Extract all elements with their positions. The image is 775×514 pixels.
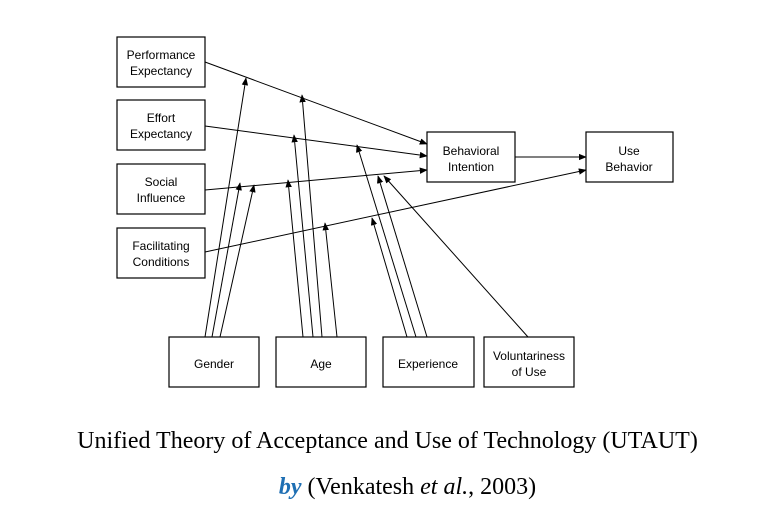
- arrow-age-moderator-4: [322, 222, 338, 338]
- arrow-effort-to-intention: [204, 125, 428, 159]
- box-voluntariness-of-use: Voluntariness of Use: [483, 336, 575, 388]
- box-behavioral-intention: Behavioral Intention: [426, 131, 516, 183]
- arrow-age-moderator-1: [285, 179, 304, 338]
- arrow-performance-to-intention: [204, 61, 428, 145]
- box-label-line: Expectancy: [130, 64, 192, 78]
- arrow-experience-moderator-3: [377, 175, 428, 338]
- box-social-influence: Social Influence: [116, 163, 206, 215]
- connectors: [204, 61, 587, 338]
- box-label-line: of Use: [512, 365, 547, 379]
- caption-by: by: [278, 474, 302, 500]
- caption-credit-open: (Venkatesh: [301, 474, 421, 500]
- box-label-line: Gender: [194, 357, 234, 371]
- box-label-line: Behavior: [605, 160, 652, 174]
- box-label-line: Influence: [137, 191, 186, 205]
- caption-credit-etal: et al.: [420, 474, 469, 500]
- caption-title: Unified Theory of Acceptance and Use of …: [77, 428, 698, 454]
- arrow-age-moderator-3: [299, 94, 323, 338]
- box-label-line: Behavioral: [443, 144, 500, 158]
- arrow-social-to-intention: [204, 167, 428, 191]
- arrow-experience-moderator-1: [370, 217, 408, 338]
- box-label-line: Performance: [127, 48, 196, 62]
- box-label-line: Intention: [448, 160, 494, 174]
- box-use-behavior: Use Behavior: [585, 131, 674, 183]
- box-label-line: Expectancy: [130, 127, 192, 141]
- box-effort-expectancy: Effort Expectancy: [116, 99, 206, 151]
- box-label-line: Facilitating: [132, 239, 189, 253]
- box-label-line: Age: [310, 357, 332, 371]
- arrow-experience-moderator-2: [356, 144, 417, 338]
- box-facilitating-conditions: Facilitating Conditions: [116, 227, 206, 279]
- box-label-line: Conditions: [133, 255, 190, 269]
- box-label-line: Voluntariness: [493, 349, 565, 363]
- box-label-line: Use: [618, 144, 640, 158]
- box-experience: Experience: [382, 336, 475, 388]
- arrow-age-moderator-2: [291, 134, 314, 338]
- box-age: Age: [275, 336, 367, 388]
- box-label-line: Effort: [147, 111, 176, 125]
- box-performance-expectancy: Performance Expectancy: [116, 36, 206, 88]
- caption-credit-close: , 2003): [468, 474, 537, 500]
- arrow-facilitating-to-use: [204, 168, 587, 253]
- box-label-line: Experience: [398, 357, 458, 371]
- box-gender: Gender: [168, 336, 260, 388]
- arrow-voluntariness-moderator: [383, 175, 529, 338]
- arrow-gender-moderator-3: [219, 184, 256, 338]
- arrow-gender-moderator-2: [211, 182, 242, 338]
- caption-credit: by (Venkatesh et al., 2003): [20, 474, 775, 501]
- arrow-gender-moderator-1: [204, 77, 249, 338]
- box-label-line: Social: [145, 175, 178, 189]
